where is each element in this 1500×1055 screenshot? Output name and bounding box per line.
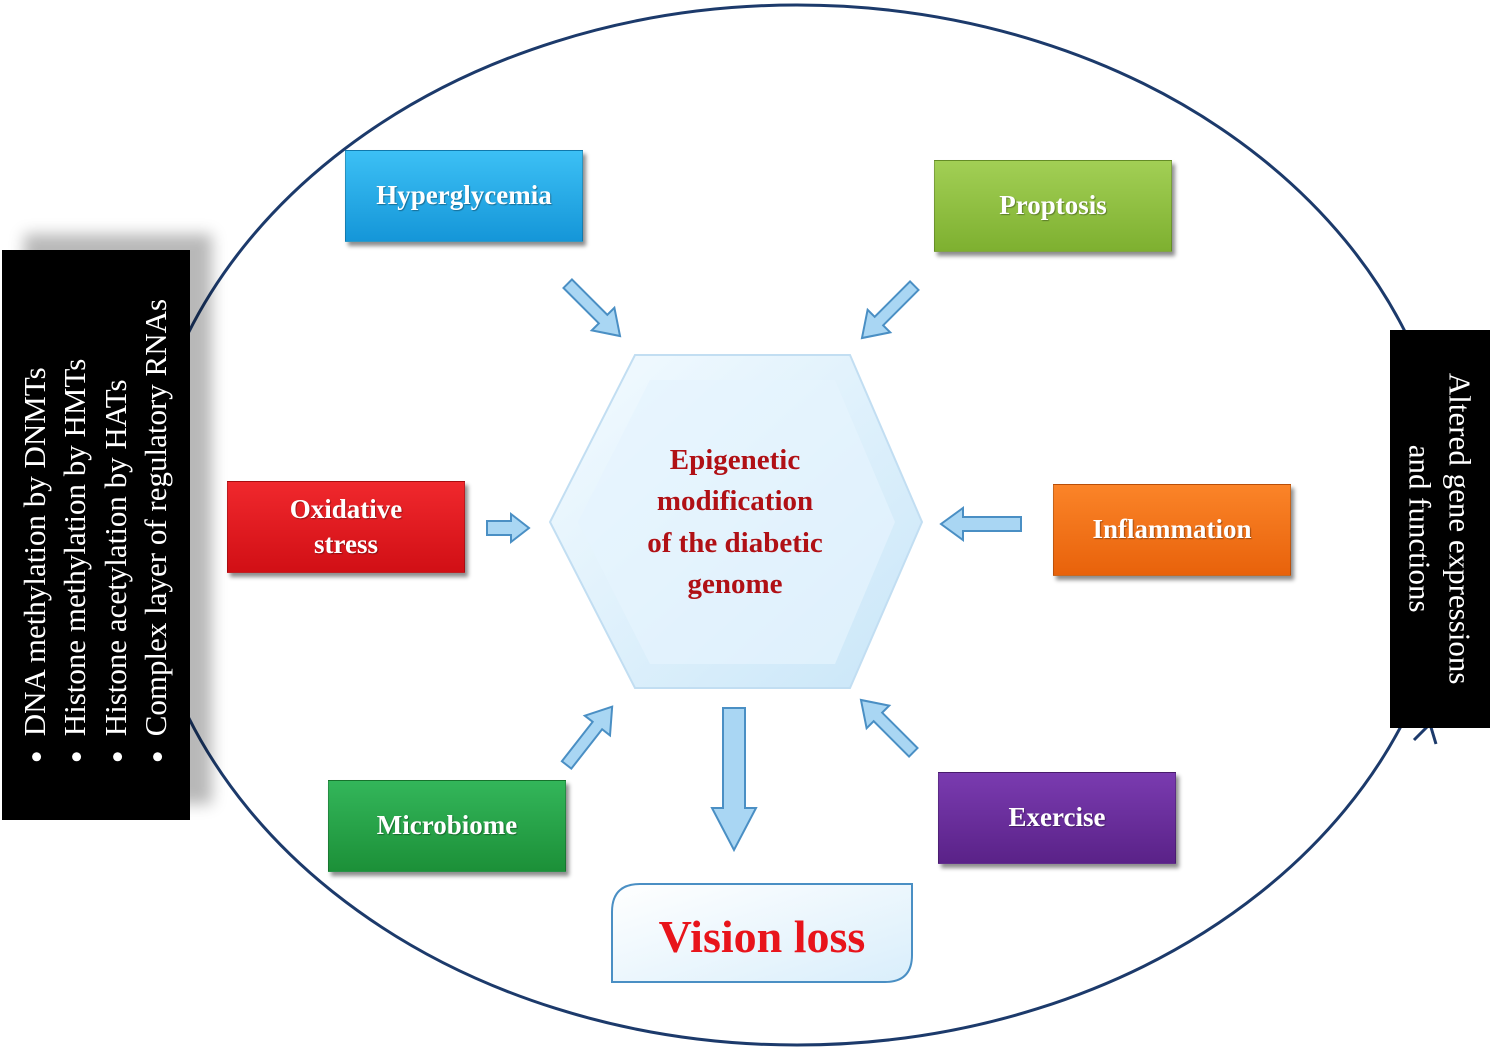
inflammation-label: Inflammation	[1092, 514, 1252, 545]
vision-loss-shape	[611, 883, 913, 983]
arrow-exercise	[859, 698, 919, 758]
right-panel-line1: Altered gene expressions	[1442, 373, 1478, 685]
arrow-microbiome	[560, 705, 614, 771]
proptosis-label: Proptosis	[999, 190, 1107, 221]
arrow-inflammation	[939, 506, 1022, 542]
arrow-to-vision-loss	[710, 707, 758, 853]
center-hexagon-inner	[578, 380, 895, 664]
center-line4: genome	[687, 567, 783, 600]
microbiome-box: Microbiome	[328, 780, 566, 872]
oxidative-label-line2: stress	[314, 529, 378, 559]
center-line2: modification	[656, 485, 814, 518]
mechanism-list: DNA methylation by DNMTs Histone methyla…	[15, 299, 176, 770]
proptosis-box: Proptosis	[934, 160, 1172, 252]
mechanism-item: Histone methylation by HMTs	[56, 299, 96, 737]
vision-loss-label: Vision loss	[658, 910, 866, 962]
oxidative-stress-box: Oxidative stress	[227, 481, 465, 573]
mechanism-item: Complex layer of regulatory RNAs	[136, 299, 176, 736]
right-panel: Altered gene expressions and functions	[1390, 330, 1490, 728]
mechanism-item: Histone acetylation by HATs	[96, 299, 136, 737]
exercise-label: Exercise	[1008, 802, 1106, 833]
right-panel-line2: and functions	[1403, 445, 1438, 613]
arrow-proptosis	[860, 280, 920, 340]
microbiome-label: Microbiome	[376, 810, 518, 841]
arrow-hyperglycemia	[562, 278, 622, 338]
left-panel: DNA methylation by DNMTs Histone methyla…	[2, 250, 190, 820]
arrow-oxidative	[486, 511, 531, 545]
center-text: Epigenetic modification of the diabetic …	[590, 435, 880, 610]
exercise-box: Exercise	[938, 772, 1176, 864]
mechanism-item: DNA methylation by DNMTs	[15, 299, 55, 737]
hyperglycemia-label: Hyperglycemia	[376, 180, 552, 211]
oxidative-label-line1: Oxidative	[289, 493, 403, 524]
hyperglycemia-box: Hyperglycemia	[345, 150, 583, 242]
center-line3: of the diabetic	[647, 526, 823, 559]
center-line1: Epigenetic	[669, 444, 801, 477]
inflammation-box: Inflammation	[1053, 484, 1291, 576]
